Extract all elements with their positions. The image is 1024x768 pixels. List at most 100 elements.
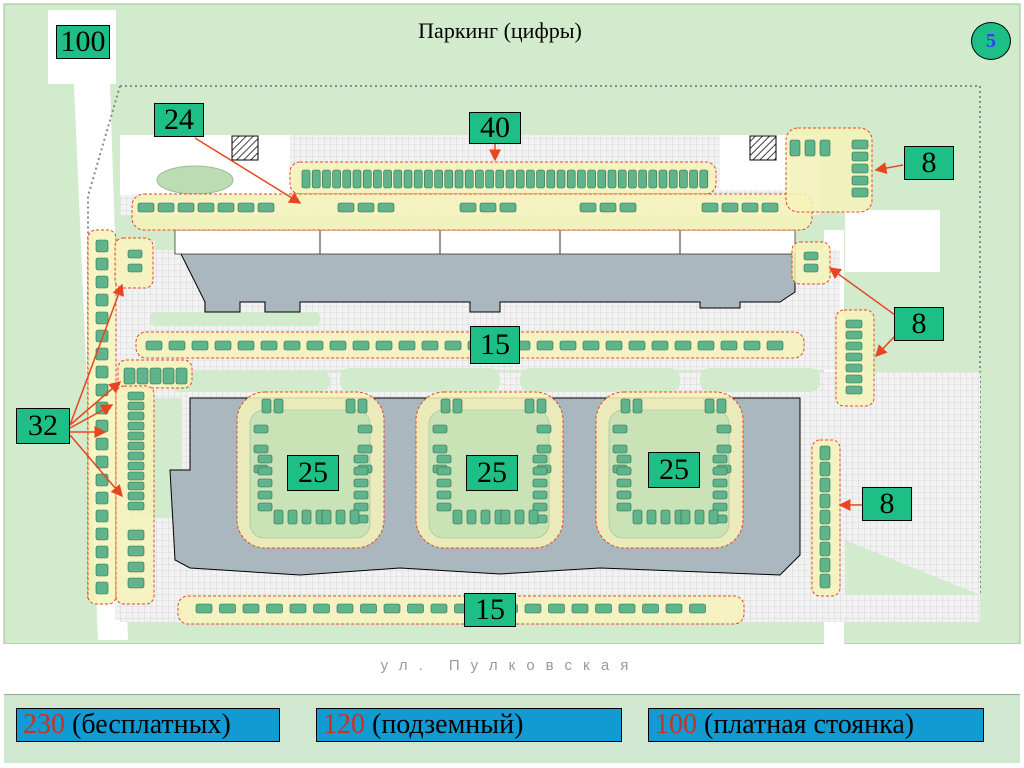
- parking-stall: [526, 169, 535, 189]
- arrow: [69, 434, 123, 498]
- parking-stall: [440, 398, 451, 414]
- parking-stall: [127, 263, 143, 273]
- parking-stall: [353, 478, 369, 488]
- parking-stall: [674, 340, 692, 351]
- map-title: Паркинг (цифры): [418, 18, 582, 43]
- parking-stall: [704, 398, 715, 414]
- parking-stall: [95, 239, 109, 253]
- parking-stall: [421, 340, 439, 351]
- parking-stall: [127, 561, 145, 573]
- callout-north-center: 40: [469, 112, 521, 144]
- parking-stall: [532, 454, 548, 464]
- parking-stall: [620, 398, 631, 414]
- parking-stall: [349, 509, 360, 525]
- parking-stall: [283, 340, 301, 351]
- parking-stall: [505, 169, 515, 189]
- parking-stall: [628, 340, 646, 351]
- parking-stall: [127, 545, 145, 557]
- parking-stall: [851, 175, 869, 186]
- parking-stall: [701, 202, 719, 213]
- parking-stall: [313, 603, 330, 614]
- parking-stall: [689, 603, 706, 614]
- parking-stall: [413, 169, 423, 189]
- callout-east-lower: 8: [862, 487, 912, 521]
- parking-stall: [743, 340, 761, 351]
- arrow: [874, 162, 904, 174]
- parking-stall: [436, 502, 452, 512]
- parking-stall: [597, 169, 607, 189]
- callout-court-3: 25: [648, 452, 700, 488]
- parking-stall: [360, 603, 377, 614]
- parking-stall: [95, 311, 109, 325]
- arrow: [69, 381, 122, 426]
- parking-stall: [253, 424, 269, 434]
- arrow: [194, 137, 302, 204]
- parking-stall: [362, 169, 372, 189]
- callout-north-left: 24: [154, 103, 204, 137]
- parking-stall: [716, 398, 727, 414]
- parking-stall: [127, 411, 145, 421]
- parking-stall: [559, 340, 577, 351]
- parking-stall: [127, 441, 145, 451]
- parking-stalls: [95, 139, 869, 614]
- building-north-wing: [174, 229, 796, 255]
- callout-ne-top: 8: [904, 146, 954, 180]
- parking-stall: [616, 478, 632, 488]
- parking-stall: [536, 398, 547, 414]
- parking-stall: [454, 169, 464, 189]
- parking-stall: [175, 367, 188, 385]
- parking-stall: [237, 202, 255, 213]
- parking-stall: [127, 421, 145, 431]
- parking-stall: [528, 509, 539, 525]
- parking-stall: [766, 340, 784, 351]
- parking-stall: [605, 340, 623, 351]
- callout-middle-row: 15: [470, 326, 520, 364]
- parking-stall: [257, 202, 275, 213]
- parking-stall: [536, 169, 545, 189]
- parking-stall: [95, 257, 109, 271]
- parking-stall: [660, 509, 671, 525]
- parking-stall: [436, 478, 452, 488]
- arrow: [69, 283, 124, 426]
- parking-stall: [577, 169, 586, 189]
- parking-stall: [219, 603, 236, 614]
- parking-stall: [712, 490, 728, 500]
- parking-stall: [819, 509, 831, 525]
- parking-stall: [260, 340, 278, 351]
- parking-stall: [162, 367, 175, 385]
- parking-stall: [721, 202, 739, 213]
- parking-stall: [648, 169, 658, 189]
- parking-stall: [353, 490, 369, 500]
- page-number-badge: 5: [971, 22, 1011, 60]
- parking-stall: [845, 341, 863, 351]
- parking-stall: [712, 502, 728, 512]
- parking-stall: [499, 202, 517, 213]
- parking-stall: [266, 603, 283, 614]
- parking-stall: [127, 461, 145, 471]
- parking-stall: [618, 603, 636, 614]
- parking-stall: [851, 187, 869, 198]
- parking-stall: [658, 169, 668, 189]
- parking-stall: [595, 603, 612, 614]
- parking-stall: [342, 169, 352, 189]
- parking-stall: [301, 509, 312, 525]
- zone-east-top: [791, 241, 831, 285]
- parking-stall: [311, 169, 321, 189]
- parking-stall: [616, 490, 632, 500]
- parking-stall: [242, 603, 260, 614]
- parking-stall: [680, 509, 691, 525]
- parking-stall: [403, 169, 413, 189]
- parking-stall: [694, 509, 705, 525]
- building-north-bays: [319, 230, 681, 254]
- parking-stall: [261, 398, 272, 414]
- parking-stall: [689, 169, 698, 189]
- parking-stall: [375, 340, 393, 351]
- parking-stall: [803, 251, 819, 261]
- parking-stall: [424, 169, 433, 189]
- parking-stall: [819, 445, 831, 461]
- parking-stall: [819, 477, 831, 493]
- parking-stall: [373, 169, 382, 189]
- parking-stall: [803, 263, 819, 273]
- parking-stall: [566, 169, 576, 189]
